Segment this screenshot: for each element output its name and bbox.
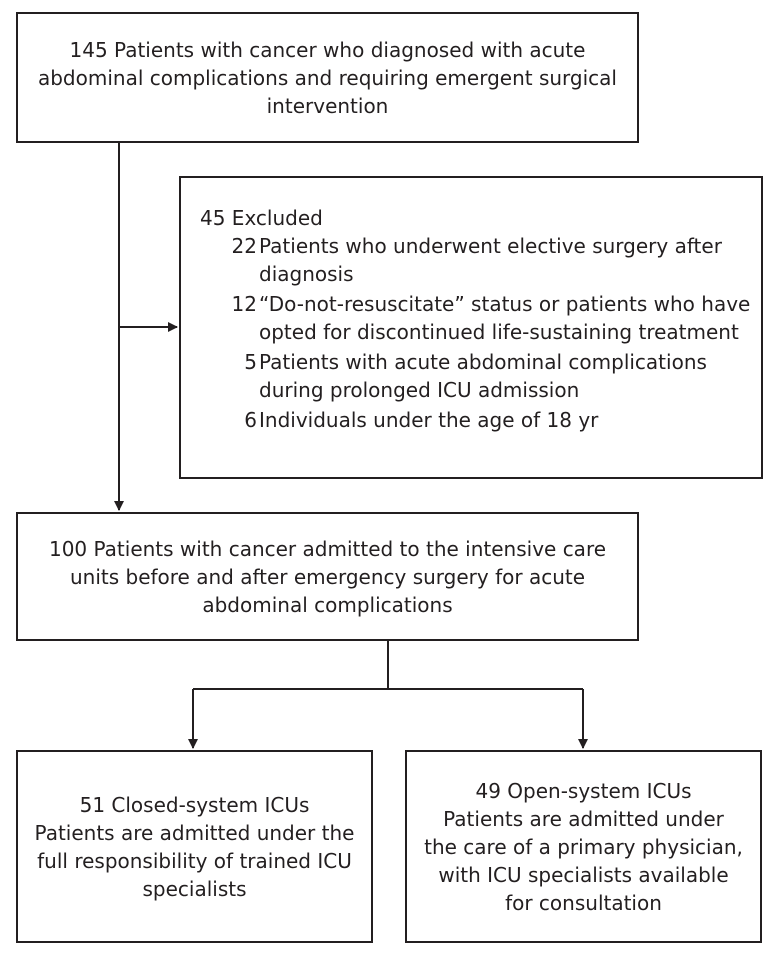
excluded-reason-line: opted for discontinued life-sustaining t… [259, 320, 739, 344]
excluded-count: 22 [231, 234, 257, 258]
excluded-reason-line: diagnosis [259, 262, 354, 286]
excluded-count: 5 [244, 350, 257, 374]
enrollment-line: intervention [266, 93, 389, 118]
open-system-box: 49 Open-system ICUs Patients are admitte… [405, 750, 762, 943]
admitted-box: 100 Patients with cancer admitted to the… [16, 512, 639, 641]
closed-system-box: 51 Closed-system ICUs Patients are admit… [16, 750, 373, 943]
excluded-reason-line: Individuals under the age of 18 yr [259, 408, 599, 432]
excluded-item: 12“Do-not-resuscitate” status or patient… [227, 290, 751, 346]
open-system-line: with ICU specialists available [438, 862, 729, 887]
open-system-line: Patients are admitted under [443, 806, 724, 831]
enrollment-line: 145 Patients with cancer who diagnosed w… [69, 37, 586, 62]
admitted-line: units before and after emergency surgery… [69, 564, 586, 589]
excluded-header: 45 Excluded [200, 206, 323, 230]
excluded-reason-line: Patients with acute abdominal complicati… [259, 350, 707, 374]
excluded-reason-line: Patients who underwent elective surgery … [259, 234, 722, 258]
excluded-count: 12 [231, 292, 257, 316]
admitted-line: abdominal complications [202, 592, 453, 617]
closed-system-line: Patients are admitted under the [34, 820, 355, 845]
open-system-line: 49 Open-system ICUs [475, 778, 692, 803]
open-system-line: for consultation [505, 890, 662, 915]
enrollment-box: 145 Patients with cancer who diagnosed w… [16, 12, 639, 143]
enrollment-line: abdominal complications and requiring em… [37, 65, 617, 90]
closed-system-line: specialists [142, 876, 247, 901]
excluded-reason-line: “Do-not-resuscitate” status or patients … [259, 292, 751, 316]
closed-system-line: full responsibility of trained ICU [37, 848, 352, 873]
closed-system-line: 51 Closed-system ICUs [79, 792, 310, 817]
open-system-line: the care of a primary physician, [424, 834, 743, 859]
admitted-line: 100 Patients with cancer admitted to the… [48, 536, 607, 561]
excluded-reason-line: during prolonged ICU admission [259, 378, 580, 402]
excluded-count: 6 [244, 408, 257, 432]
